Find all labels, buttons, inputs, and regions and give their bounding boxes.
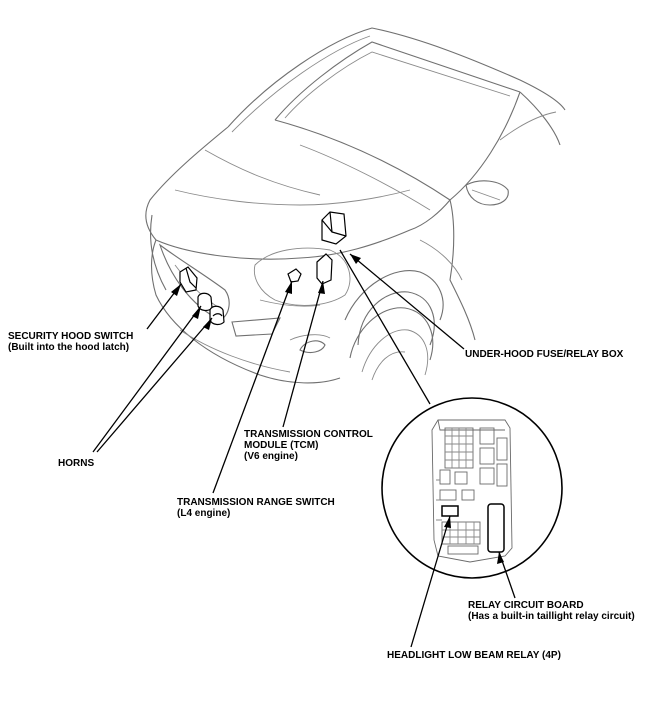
label-range-switch-note: (L4 engine) xyxy=(177,508,230,519)
arrow-horn-upper xyxy=(192,306,201,319)
fuse-box-detail-circle xyxy=(381,397,563,579)
car-outline xyxy=(145,27,566,384)
arrowheads xyxy=(171,254,504,564)
label-relay-board: RELAY CIRCUIT BOARD xyxy=(468,600,584,611)
label-security-hood-switch: SECURITY HOOD SWITCH xyxy=(8,331,133,342)
relay-circuit-board-part xyxy=(487,503,505,553)
callout-horns: HORNS xyxy=(58,458,94,469)
leader-horn-upper xyxy=(92,305,202,453)
label-tcm-line1: TRANSMISSION CONTROL xyxy=(244,429,373,440)
tcm-part xyxy=(316,253,333,285)
label-fuse-box: UNDER-HOOD FUSE/RELAY BOX xyxy=(465,349,624,360)
arrow-tcm xyxy=(318,281,325,294)
arrow-relay-circuit-board xyxy=(497,552,504,564)
label-relay-board-note: (Has a built-in taillight relay circuit) xyxy=(468,611,635,622)
callout-range-switch: TRANSMISSION RANGE SWITCH (L4 engine) xyxy=(177,497,335,519)
horn-lower-part xyxy=(209,305,225,326)
fuse-box-part xyxy=(321,211,347,245)
callout-headlight-relay: HEADLIGHT LOW BEAM RELAY (4P) xyxy=(387,650,561,661)
leader-fuse-box xyxy=(349,253,465,350)
leader-lines xyxy=(92,249,516,648)
label-range-switch: TRANSMISSION RANGE SWITCH xyxy=(177,497,335,508)
callout-security-hood-switch: SECURITY HOOD SWITCH (Built into the hoo… xyxy=(8,331,133,353)
arrow-fuse-box xyxy=(350,254,361,264)
label-tcm-line2: MODULE (TCM) xyxy=(244,440,318,451)
arrow-headlight-relay xyxy=(444,516,451,528)
callout-relay-board: RELAY CIRCUIT BOARD (Has a built-in tail… xyxy=(468,600,635,622)
leader-tcm xyxy=(282,280,324,428)
label-tcm-note: (V6 engine) xyxy=(244,451,298,462)
arrow-range-switch xyxy=(285,281,292,294)
arrow-horn-lower xyxy=(203,318,212,330)
range-switch-part xyxy=(287,268,302,283)
leader-headlight-relay xyxy=(410,515,451,648)
label-horns: HORNS xyxy=(58,458,94,469)
label-security-hood-switch-note: (Built into the hood latch) xyxy=(8,342,129,353)
leader-range-switch xyxy=(212,280,293,494)
leader-horn-lower xyxy=(96,317,213,453)
arrow-security-hood-switch xyxy=(171,284,181,296)
callout-fuse-box: UNDER-HOOD FUSE/RELAY BOX xyxy=(465,349,624,360)
security-hood-switch-part xyxy=(179,266,198,293)
label-headlight-relay: HEADLIGHT LOW BEAM RELAY (4P) xyxy=(387,650,561,661)
callout-tcm: TRANSMISSION CONTROL MODULE (TCM) (V6 en… xyxy=(244,429,373,462)
leader-fuse-box-to-circle xyxy=(339,249,431,405)
headlight-relay-part xyxy=(441,505,459,517)
